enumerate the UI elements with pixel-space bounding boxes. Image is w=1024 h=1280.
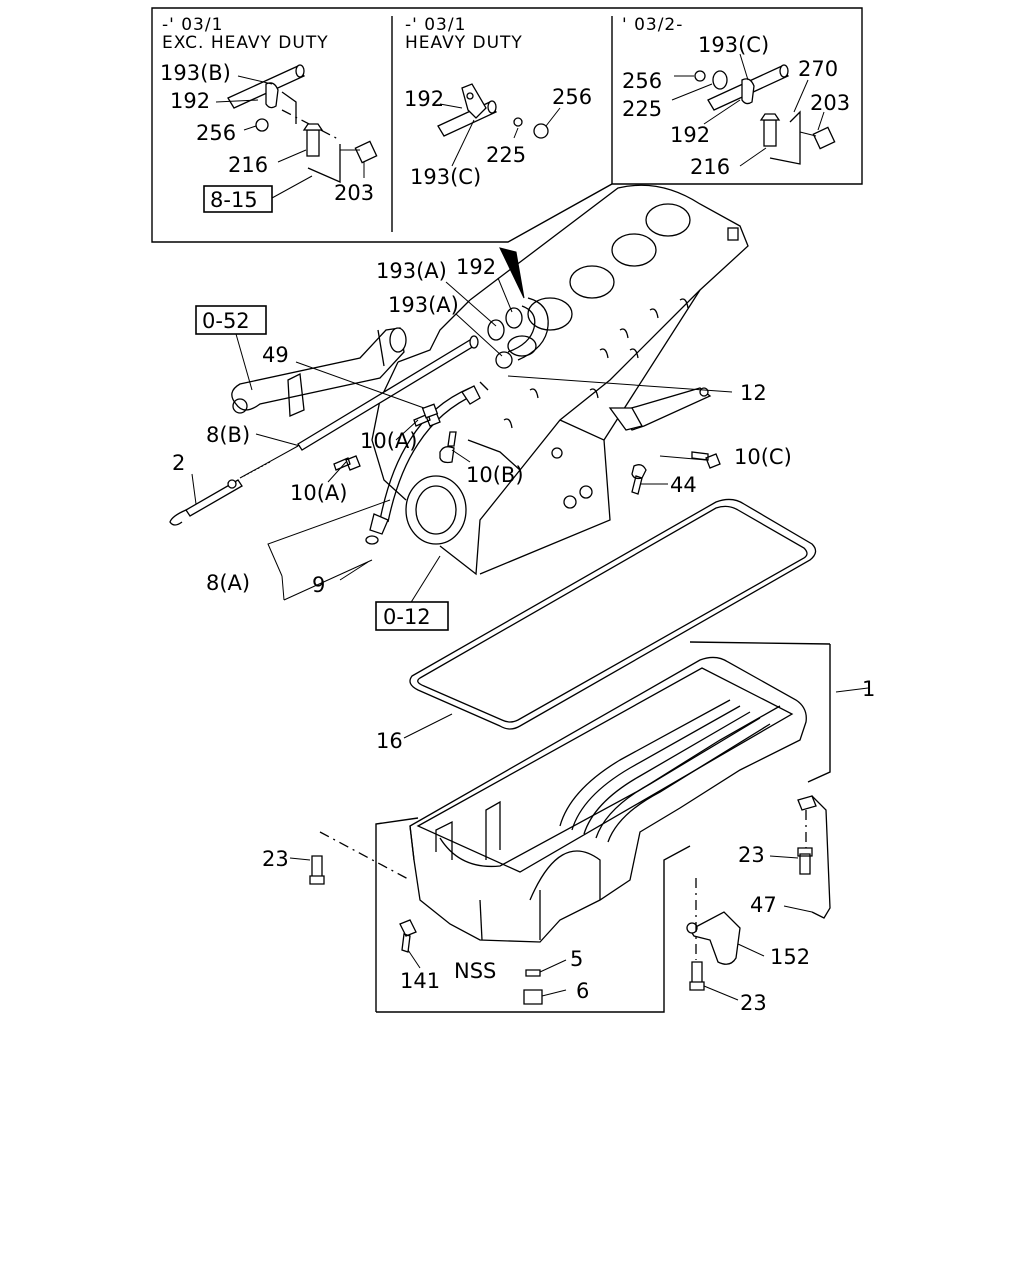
callout-10c: 10(C) [734,445,792,469]
dipstick-assembly [169,335,479,526]
bracket-12 [608,387,712,431]
callout-192-p1: 192 [170,89,210,113]
oil-pan-gasket [403,498,817,739]
callout-216-p1: 216 [228,153,268,177]
callout-8b: 8(B) [206,423,250,447]
callout-141: 141 [400,969,440,993]
coolant-hose-192 [487,247,549,369]
panel2-leader-lines [439,103,561,167]
oil-pipe-assembly [231,327,407,417]
callout-8a: 8(A) [206,571,250,595]
panel1-header-period: -' 03/1 [162,15,223,35]
engine-leader-lines [191,277,733,605]
panel1-hose-clamp-drawing [227,64,378,183]
oil-hose-8a [365,381,489,545]
callout-12: 12 [740,381,767,405]
engine-bolts [333,403,721,495]
callout-10a-1: 10(A) [360,429,417,453]
panel2-header-variant: HEAVY DUTY [405,33,523,53]
oil-pan-frame [375,641,869,1013]
callout-6: 6 [576,979,589,1003]
panel2-hose-clamp-drawing [437,83,549,139]
callout-216-p3: 216 [690,155,730,179]
oil-pan [409,656,807,943]
callout-193a-1: 193(A) [376,259,447,283]
ref-box-8-15 [203,185,273,213]
callout-193c-p3: 193(C) [698,33,769,57]
callout-16: 16 [376,729,403,753]
panel3-hose-clamp-drawing [694,64,836,165]
ref-box-0-52 [195,305,267,335]
callout-23-right: 23 [738,843,765,867]
engine-block [371,184,749,576]
callout-47: 47 [750,893,777,917]
callout-nss: NSS [454,959,496,983]
callout-10b: 10(B) [466,463,524,487]
callout-193a-2: 193(A) [388,293,459,317]
callout-256-p2: 256 [552,85,592,109]
panel1-leader-lines [215,75,365,199]
callout-1: 1 [862,677,875,701]
callout-225-p2: 225 [486,143,526,167]
callout-44: 44 [670,473,697,497]
ref-0-12: 0-12 [383,605,431,629]
callout-193c-p2: 193(C) [410,165,481,189]
callout-10a-2: 10(A) [290,481,347,505]
callout-256-p3: 256 [622,69,662,93]
callout-192-engine: 192 [456,255,496,279]
pan-leader-lines [289,855,813,1001]
panel3-leader-lines [671,53,825,167]
callout-192-p2: 192 [404,87,444,111]
callout-203-p1: 203 [334,181,374,205]
ref-0-52: 0-52 [202,309,250,333]
ref-box-0-12 [375,601,449,631]
callout-9: 9 [312,573,325,597]
callout-5: 5 [570,947,583,971]
panel1-header-variant: EXC. HEAVY DUTY [162,33,329,53]
callout-203-p3: 203 [810,91,850,115]
callout-192-p3: 192 [670,123,710,147]
inset-frame [151,7,863,243]
oil-pan-hardware [309,795,831,1005]
callout-270-p3: 270 [798,57,838,81]
callout-23-bottom: 23 [740,991,767,1015]
callout-225-p3: 225 [622,97,662,121]
ref-8-15: 8-15 [210,188,258,212]
callout-2: 2 [172,451,185,475]
panel2-header-period: -' 03/1 [405,15,466,35]
panel3-header-period: ' 03/2- [622,15,683,35]
callout-152: 152 [770,945,810,969]
callout-256-p1: 256 [196,121,236,145]
callout-49: 49 [262,343,289,367]
callout-193b: 193(B) [160,61,231,85]
callout-23-left: 23 [262,847,289,871]
